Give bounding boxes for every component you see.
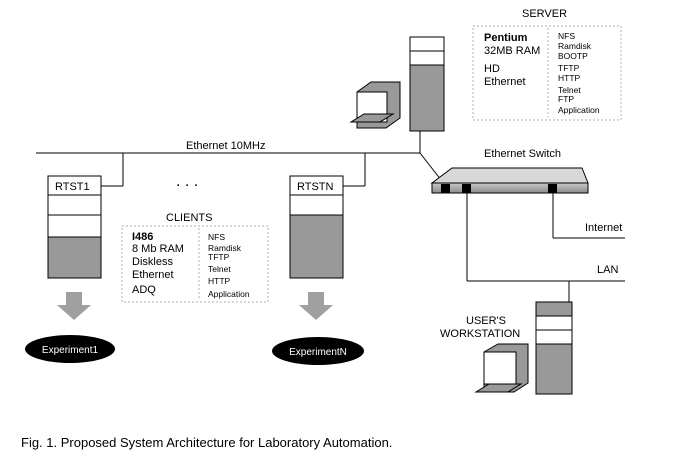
lan-label: LAN xyxy=(597,264,618,276)
clients-title: CLIENTS xyxy=(166,212,212,224)
clients-svc-3: Telnet xyxy=(208,264,231,274)
server-svc-3: TFTP xyxy=(558,63,580,73)
rtstn-label: RTSTN xyxy=(297,181,334,193)
workstation-label-2: WORKSTATION xyxy=(440,328,520,340)
workstation-label-1: USER'S xyxy=(466,315,506,327)
server-svc-6: FTP xyxy=(558,94,574,104)
clients-svc-5: Application xyxy=(208,289,250,299)
internet-label: Internet xyxy=(585,222,622,234)
clients-hw-2: Diskless xyxy=(132,256,173,268)
switch-label: Ethernet Switch xyxy=(484,148,561,160)
ethernet-bus xyxy=(36,128,446,187)
clients-svc-1: Ramdisk xyxy=(208,243,242,253)
experimentn-label: ExperimentN xyxy=(289,347,347,358)
server-hw-3: Ethernet xyxy=(484,76,526,88)
rtst1-computer xyxy=(47,175,102,279)
rtstn-computer xyxy=(289,175,344,279)
experiment1-label: Experiment1 xyxy=(42,345,99,356)
rtst1-label: RTST1 xyxy=(55,181,90,193)
clients-hw-1: 8 Mb RAM xyxy=(132,243,184,255)
clients-hw-0: I486 xyxy=(132,231,153,243)
server-svc-5: Telnet xyxy=(558,85,581,95)
server-svc-4: HTTP xyxy=(558,73,581,83)
server-svc-7: Application xyxy=(558,105,600,115)
clients-svc-0: NFS xyxy=(208,232,225,242)
arrow-rtst1-experiment1 xyxy=(57,292,91,320)
server-title: SERVER xyxy=(522,8,567,20)
server-specs-box: Pentium 32MB RAM HD Ethernet NFS Ramdisk… xyxy=(472,25,622,121)
switch-links xyxy=(466,193,625,302)
ellipsis-dots: . . . xyxy=(176,173,198,190)
arrow-rtstn-experimentn xyxy=(299,292,333,320)
server-computer xyxy=(349,36,445,132)
clients-hw-4: ADQ xyxy=(132,284,156,296)
user-workstation xyxy=(474,301,573,395)
clients-hw-3: Ethernet xyxy=(132,269,174,281)
clients-svc-4: HTTP xyxy=(208,276,231,286)
ethernet-switch xyxy=(430,167,589,194)
server-hw-2: HD xyxy=(484,63,500,75)
ethernet-label: Ethernet 10MHz xyxy=(186,140,265,152)
clients-specs-box: I486 8 Mb RAM Diskless Ethernet ADQ NFS … xyxy=(121,225,269,303)
server-svc-2: BOOTP xyxy=(558,51,588,61)
clients-svc-2: TFTP xyxy=(208,252,230,262)
experiment1-node xyxy=(25,335,115,363)
server-svc-1: Ramdisk xyxy=(558,41,592,51)
server-hw-0: Pentium xyxy=(484,32,528,44)
figure-caption: Fig. 1. Proposed System Architecture for… xyxy=(21,435,392,450)
server-svc-0: NFS xyxy=(558,31,575,41)
experimentn-node xyxy=(272,337,364,365)
server-hw-1: 32MB RAM xyxy=(484,45,540,57)
